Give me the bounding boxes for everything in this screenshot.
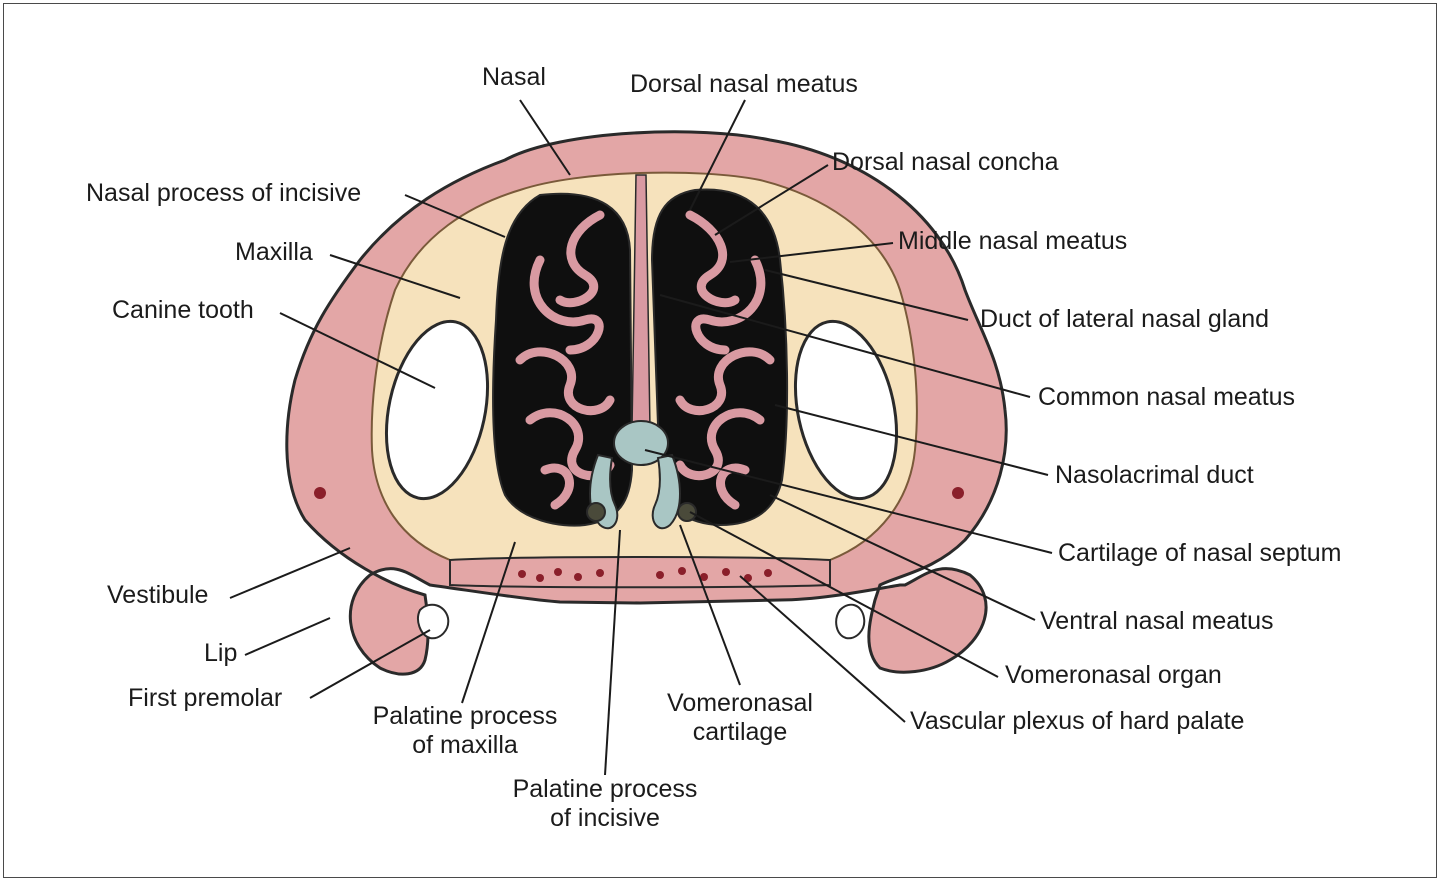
- label-vascular-plexus-of-hard-palate: Vascular plexus of hard palate: [910, 707, 1245, 735]
- label-palatine-process-of-incisive: Palatine process of incisive: [480, 775, 730, 833]
- nasal-septum: [631, 174, 651, 431]
- left-canine-tooth: [384, 319, 490, 501]
- right-first-premolar: [835, 603, 866, 640]
- label-nasal-process-of-incisive: Nasal process of incisive: [86, 179, 362, 207]
- leader-lines: [229, 99, 1053, 776]
- label-duct-of-lateral-nasal-gland: Duct of lateral nasal gland: [980, 305, 1270, 333]
- label-middle-nasal-meatus: Middle nasal meatus: [898, 227, 1128, 255]
- label-cartilage-of-nasal-septum: Cartilage of nasal septum: [1058, 539, 1342, 567]
- label-canine-tooth: Canine tooth: [112, 296, 254, 324]
- label-ventral-nasal-meatus: Ventral nasal meatus: [1040, 607, 1274, 635]
- label-dorsal-nasal-concha: Dorsal nasal concha: [832, 148, 1059, 176]
- label-nasolacrimal-duct: Nasolacrimal duct: [1055, 461, 1254, 489]
- label-palatine-process-of-incisive-line1: Palatine process: [512, 775, 698, 803]
- label-vomeronasal-organ: Vomeronasal organ: [1005, 661, 1222, 689]
- label-vestibule: Vestibule: [107, 581, 209, 609]
- label-common-nasal-meatus: Common nasal meatus: [1038, 383, 1296, 411]
- nasal-conchae-scrolls: [515, 210, 775, 510]
- label-vomeronasal-cartilage: Vomeronasal cartilage: [630, 689, 850, 747]
- right-nasal-cavity: [650, 188, 789, 527]
- left-first-premolar: [417, 603, 450, 640]
- septal-cartilage: [613, 420, 669, 466]
- label-vomeronasal-cartilage-line1: Vomeronasal: [667, 689, 813, 717]
- label-maxilla: Maxilla: [235, 238, 313, 266]
- left-lip-vessel: [314, 487, 326, 499]
- right-lip-vessel: [952, 487, 964, 499]
- label-palatine-process-of-incisive-line2: of incisive: [550, 804, 660, 832]
- label-dorsal-nasal-meatus: Dorsal nasal meatus: [630, 70, 858, 98]
- right-vomeronasal-organ: [677, 502, 697, 522]
- label-palatine-process-of-maxilla-line1: Palatine process: [372, 702, 558, 730]
- label-vomeronasal-cartilage-line2: cartilage: [692, 718, 788, 746]
- label-lip: Lip: [204, 639, 238, 667]
- label-nasal: Nasal: [482, 63, 546, 91]
- label-palatine-process-of-maxilla-line2: of maxilla: [412, 731, 518, 759]
- right-canine-tooth: [793, 319, 899, 501]
- right-vomeronasal-cartilage: [651, 453, 681, 530]
- left-vomeronasal-organ: [586, 502, 606, 522]
- label-first-premolar: First premolar: [128, 684, 283, 712]
- label-palatine-process-of-maxilla: Palatine process of maxilla: [340, 702, 590, 760]
- hard-palate-band: [449, 556, 831, 589]
